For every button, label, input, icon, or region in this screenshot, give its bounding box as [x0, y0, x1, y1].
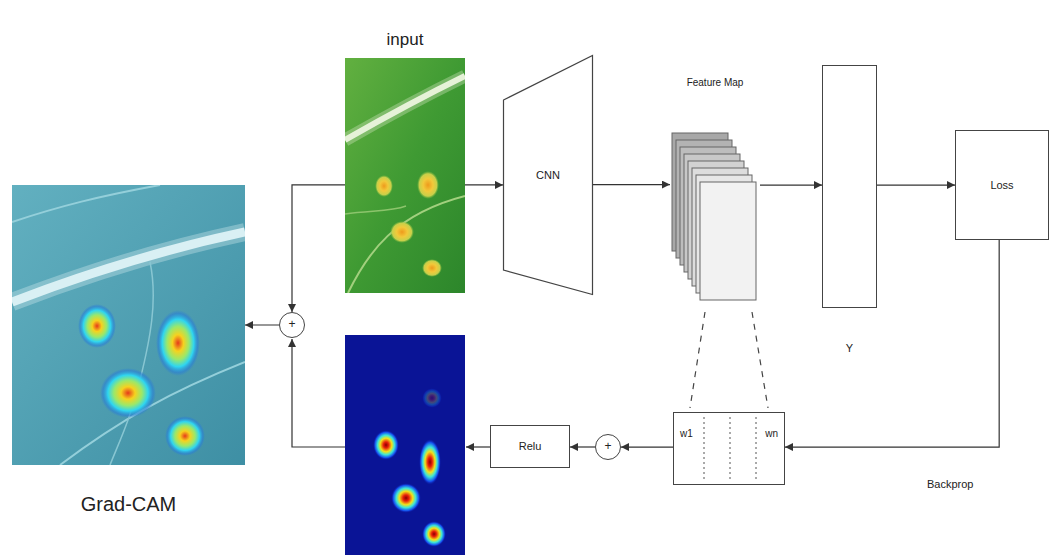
weights-box: w1 wn	[673, 412, 785, 485]
trapezoid-outline	[504, 56, 593, 295]
node-label: +	[288, 318, 295, 332]
edge-label: Backprop	[925, 478, 975, 491]
leaf-vein-halo	[12, 232, 245, 302]
feature-map-stack: Feature Map	[670, 75, 760, 302]
node-label: Y	[846, 342, 853, 355]
dashed-leader	[690, 312, 705, 408]
dotted-divider	[756, 417, 757, 480]
dotted-divider	[704, 417, 705, 480]
leaf-ground	[345, 58, 465, 293]
leaf-spot	[375, 175, 393, 197]
leaf-vein	[110, 262, 153, 465]
connector-arrow	[621, 446, 673, 447]
loss-box: Loss	[955, 130, 1049, 240]
connector-arrow	[593, 184, 670, 185]
node-label: Relu	[519, 440, 542, 453]
leaf-vein	[345, 206, 406, 214]
node-label: Grad-CAM	[81, 493, 177, 516]
input-image: input	[345, 58, 465, 293]
connector-arrow	[785, 240, 999, 447]
leaf-vein	[12, 232, 245, 302]
heat-blob	[165, 416, 205, 456]
output-vector: Y	[822, 65, 877, 308]
heat-blob	[422, 388, 442, 408]
connector-arrow	[760, 184, 822, 185]
leaf-vein	[348, 196, 465, 293]
dashed-leader	[752, 312, 768, 408]
connector-arrow	[465, 184, 503, 185]
node-label: w1	[680, 428, 693, 440]
leaf-vein-halo	[345, 76, 465, 140]
connector-arrow	[877, 184, 955, 185]
heatmap-ground	[345, 335, 465, 555]
cnn-trapezoid: CNN	[503, 55, 593, 295]
heat-blob	[78, 304, 116, 348]
gradcam-overlay	[12, 185, 245, 465]
leaf-spot	[390, 221, 414, 243]
leaf-vein	[12, 185, 160, 222]
relu-to-heatmap-arrow	[466, 446, 490, 447]
heatmap-to-sum-arrow	[292, 339, 345, 447]
heat-blob	[373, 430, 399, 460]
gradcam-image: Grad-CAM	[12, 185, 245, 465]
node-label: Loss	[990, 179, 1013, 192]
heat-blob	[422, 521, 446, 547]
leaf-spot	[417, 171, 439, 199]
heat-blob	[391, 483, 421, 513]
leaf-vein	[345, 76, 465, 140]
feature-map-layer	[700, 182, 756, 300]
connector-arrow	[292, 185, 345, 312]
heat-blob	[100, 368, 156, 418]
node-label: CNN	[536, 169, 560, 182]
heatmap	[345, 335, 465, 555]
leaf-photo	[345, 58, 465, 293]
leaf-spot	[422, 259, 442, 277]
dotted-divider	[730, 417, 731, 480]
sum-node: +	[279, 312, 305, 338]
node-label: wn	[765, 428, 778, 440]
sum-node: +	[595, 434, 621, 460]
node-label: Feature Map	[687, 77, 744, 89]
relu-box: Relu	[490, 425, 570, 468]
overlay-ground	[12, 185, 245, 465]
weight-dividers	[674, 413, 786, 486]
connector-arrow	[570, 446, 595, 447]
node-label: +	[604, 440, 611, 454]
connector-arrow	[245, 324, 279, 325]
feature-map-layers	[670, 75, 760, 302]
heat-blob	[156, 310, 200, 376]
node-label: input	[387, 30, 424, 50]
heat-blob	[419, 439, 441, 485]
leaf-vein	[60, 362, 245, 465]
